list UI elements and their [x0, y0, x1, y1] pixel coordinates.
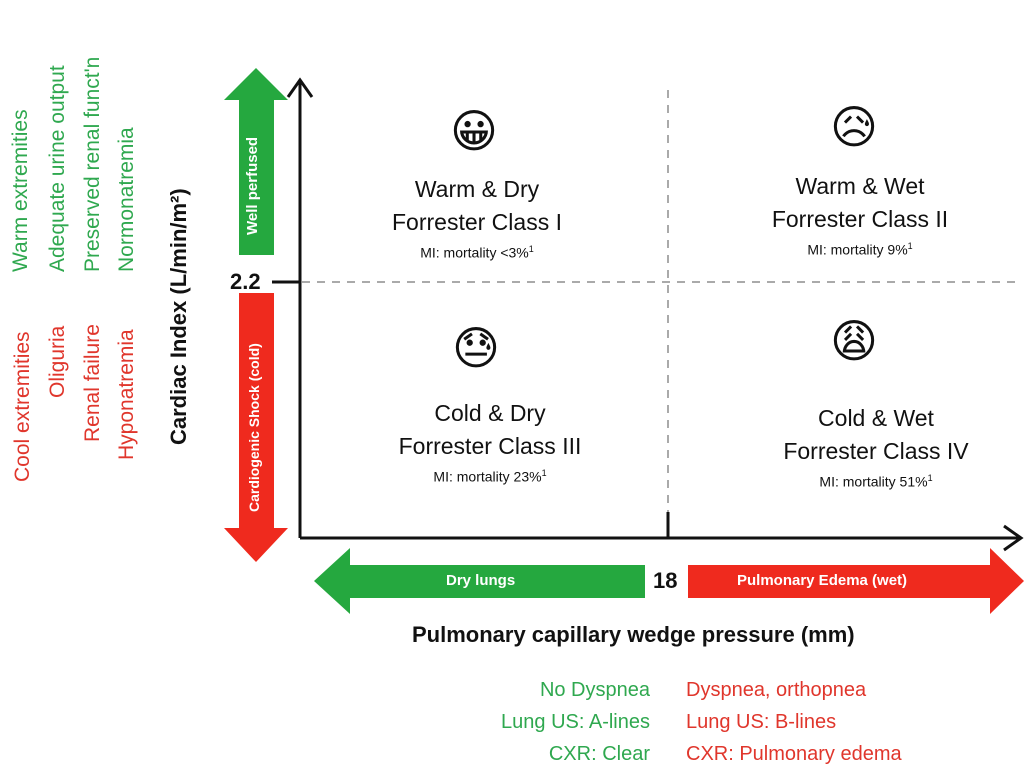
quadrant-title: Cold & Wet: [818, 405, 934, 431]
well-perfused-arrow: [224, 68, 288, 255]
quadrant-cold-wet: Cold & Wet Forrester Class IV MI: mortal…: [726, 402, 1025, 492]
weary-face-icon: 😩: [830, 314, 878, 368]
cold-arrow: [224, 293, 288, 562]
quadrant-warm-dry: Warm & Dry Forrester Class I MI: mortali…: [327, 173, 627, 263]
pulmonary-edema-label: Pulmonary Edema (wet): [737, 572, 908, 589]
mortality-note: MI: mortality 51%1: [819, 473, 933, 490]
forrester-class: Forrester Class II: [771, 206, 949, 232]
forrester-class: Forrester Class III: [398, 433, 582, 459]
mortality-note: MI: mortality 23%1: [433, 468, 547, 485]
happy-face-icon: 😀: [450, 104, 498, 158]
wet-lungs-arrow: [688, 548, 1024, 614]
ci-threshold-value: 2.2: [230, 269, 261, 294]
wet-lungs-findings: Dyspnea, orthopnea Lung US: B-lines CXR:…: [686, 674, 902, 770]
y-axis-arrowhead: [286, 77, 314, 98]
quadrant-title: Cold & Dry: [434, 400, 546, 426]
quadrant-cold-dry: Cold & Dry Forrester Class III MI: morta…: [340, 397, 640, 487]
dry-lungs-arrow: [314, 548, 645, 614]
x-axis-label: Pulmonary capillary wedge pressure (mm): [412, 622, 855, 647]
sad-sweat-face-icon: 😥: [830, 100, 878, 154]
forrester-class: Forrester Class I: [392, 209, 562, 235]
finding-dyspnea: Dyspnea, orthopnea: [686, 679, 867, 701]
forrester-class: Forrester Class IV: [783, 438, 969, 464]
x-axis-arrowhead: [1003, 524, 1024, 552]
quadrant-warm-wet: Warm & Wet Forrester Class II MI: mortal…: [710, 170, 1010, 260]
mortality-note: MI: mortality <3%1: [420, 244, 534, 261]
dry-lungs-label: Dry lungs: [446, 572, 516, 589]
cold-shock-label: Cardiogenic Shock (cold): [246, 343, 262, 512]
quadrant-title: Warm & Wet: [795, 173, 925, 199]
downcast-sweat-face-icon: 😓: [452, 321, 500, 375]
finding-b-lines: Lung US: B-lines: [686, 711, 837, 733]
quadrant-title: Warm & Dry: [414, 176, 540, 202]
finding-cxr-edema: CXR: Pulmonary edema: [686, 743, 902, 765]
mortality-note: MI: mortality 9%1: [807, 241, 913, 258]
dry-lungs-findings: No Dyspnea Lung US: A-lines CXR: Clear: [501, 674, 650, 770]
well-perfused-label: Well perfused: [244, 136, 261, 235]
finding-a-lines: Lung US: A-lines: [501, 711, 650, 733]
finding-cxr-clear: CXR: Clear: [548, 743, 650, 765]
finding-no-dyspnea: No Dyspnea: [539, 679, 650, 701]
pcwp-threshold-value: 18: [653, 568, 678, 593]
